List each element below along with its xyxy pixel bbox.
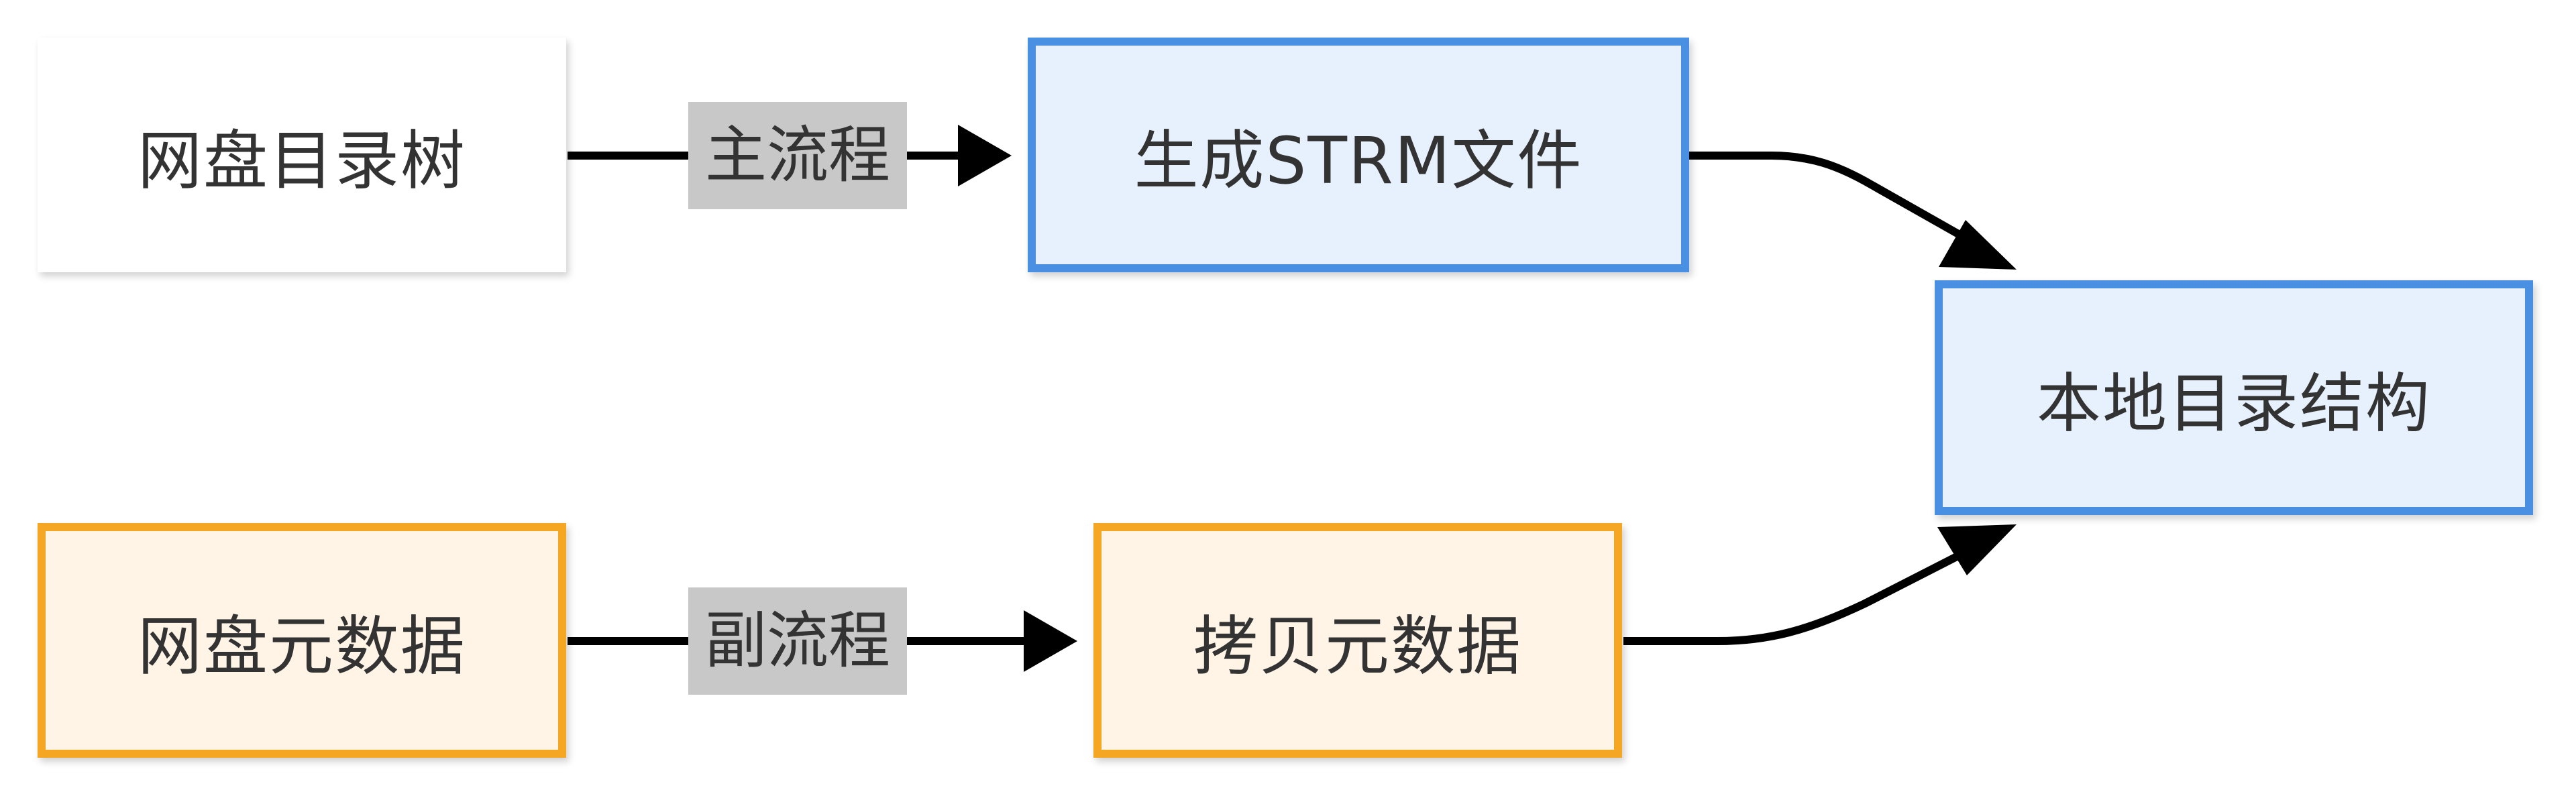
edge-label-main-flow: 主流程 xyxy=(688,102,907,209)
arrow-head-icon xyxy=(958,125,1012,186)
arrow-head-icon xyxy=(1024,610,1077,672)
node-source-meta-label: 网盘元数据 xyxy=(138,608,466,684)
node-generate-strm-label: 生成STRM文件 xyxy=(1134,123,1583,198)
node-generate-strm: 生成STRM文件 xyxy=(1028,38,1689,272)
node-local-tree-label: 本地目录结构 xyxy=(2037,365,2431,441)
node-copy-meta: 拷贝元数据 xyxy=(1093,523,1622,758)
edge-label-side-flow: 副流程 xyxy=(688,587,907,695)
arrow-head-icon xyxy=(1939,220,2017,270)
node-source-tree: 网盘目录树 xyxy=(38,38,566,272)
node-source-meta: 网盘元数据 xyxy=(38,523,566,758)
arrow-head-icon xyxy=(1937,524,2017,575)
node-source-tree-label: 网盘目录树 xyxy=(138,123,466,198)
node-local-tree: 本地目录结构 xyxy=(1935,280,2533,515)
edge-meta-to-local xyxy=(1623,524,2017,645)
node-copy-meta-label: 拷贝元数据 xyxy=(1193,608,1522,684)
edge-strm-to-local xyxy=(1689,152,2017,270)
